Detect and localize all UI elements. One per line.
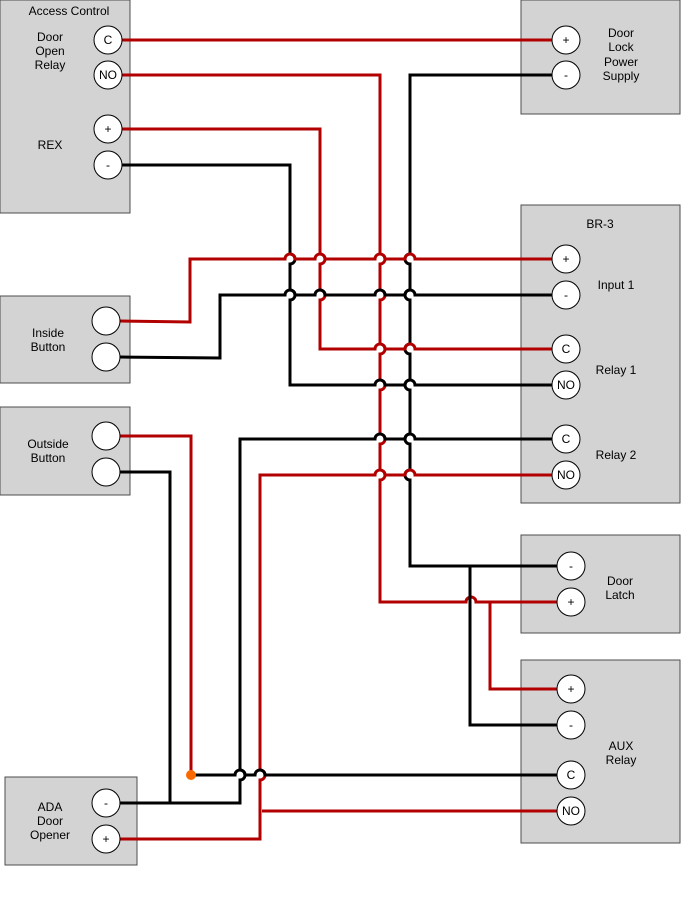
terminal-latch-plus: + bbox=[556, 587, 586, 617]
outside-button-label-line2: Button bbox=[31, 451, 66, 465]
terminal-ac-c: C bbox=[93, 25, 123, 55]
junction-dot bbox=[186, 770, 196, 780]
terminal-psu-plus: + bbox=[551, 25, 581, 55]
svg-text:+: + bbox=[104, 122, 111, 136]
terminal-inside-button-bottom bbox=[91, 342, 121, 372]
svg-text:NO: NO bbox=[557, 468, 575, 482]
wire-rex-plus-to-br3-relay1-c bbox=[122, 127, 552, 351]
door-lock-label-line4: Supply bbox=[603, 69, 640, 83]
ada-label-line1: ADA bbox=[38, 800, 63, 814]
door-lock-label-line2: Lock bbox=[608, 40, 634, 54]
terminal-ada-minus: - bbox=[91, 788, 121, 818]
door-latch-label-line2: Latch bbox=[605, 588, 634, 602]
wire-rex-minus-to-br3-relay1-no bbox=[122, 163, 552, 387]
terminal-br3-in-minus: - bbox=[551, 280, 581, 310]
ada-label-line3: Opener bbox=[30, 828, 70, 842]
door-open-relay-label-line1: Door bbox=[37, 30, 63, 44]
door-open-relay-label-line2: Open bbox=[35, 44, 64, 58]
ada-label-line2: Door bbox=[37, 814, 63, 828]
terminal-br3-in-plus: + bbox=[551, 244, 581, 274]
door-lock-label-line1: Door bbox=[608, 26, 634, 40]
terminal-br3-r1-no: NO bbox=[551, 370, 581, 400]
terminal-br3-r2-no: NO bbox=[551, 460, 581, 490]
wire-latch-minus-to-aux-minus bbox=[468, 566, 557, 727]
aux-relay-box bbox=[520, 659, 681, 844]
br3-title: BR-3 bbox=[586, 217, 614, 231]
inside-button-label-line1: Inside bbox=[32, 326, 64, 340]
terminal-rex-plus: + bbox=[93, 114, 123, 144]
rex-label: REX bbox=[38, 138, 63, 152]
terminal-inside-button-top bbox=[91, 306, 121, 336]
wire-br3-relay2-c-to-ada-minus bbox=[120, 432, 552, 805]
wire-latch-plus-to-aux-plus bbox=[488, 602, 557, 691]
inside-button-label-line2: Button bbox=[31, 340, 66, 354]
wire-outside-button-to-ada-minus bbox=[120, 470, 172, 803]
wire-outside-button-to-junction bbox=[120, 434, 193, 775]
terminal-aux-plus: + bbox=[556, 674, 586, 704]
terminal-br3-r2-c: C bbox=[551, 424, 581, 454]
svg-text:-: - bbox=[569, 718, 573, 732]
wire-inside-button-to-br3-in-minus bbox=[119, 288, 552, 360]
terminal-outside-button-top bbox=[91, 421, 121, 451]
wire-inside-button-to-br3-in-plus bbox=[119, 252, 552, 324]
door-open-relay-label-line3: Relay bbox=[35, 58, 66, 72]
wires bbox=[119, 38, 557, 841]
terminal-aux-c: C bbox=[556, 760, 586, 790]
ada-door-opener-box bbox=[4, 776, 138, 866]
terminal-rex-minus: - bbox=[93, 150, 123, 180]
terminal-outside-button-bottom bbox=[91, 457, 121, 487]
svg-text:-: - bbox=[564, 288, 568, 302]
aux-relay-label-line1: AUX bbox=[609, 739, 634, 753]
svg-text:+: + bbox=[102, 832, 109, 846]
terminal-ada-plus: + bbox=[91, 824, 121, 854]
aux-relay-label-line2: Relay bbox=[606, 753, 637, 767]
br3-input1-label: Input 1 bbox=[598, 278, 635, 292]
door-lock-power-supply-box bbox=[520, 0, 681, 115]
door-latch-label-line1: Door bbox=[607, 574, 633, 588]
door-latch-box bbox=[520, 534, 681, 634]
svg-text:-: - bbox=[569, 559, 573, 573]
svg-text:+: + bbox=[562, 252, 569, 266]
svg-text:C: C bbox=[104, 33, 113, 47]
svg-text:NO: NO bbox=[99, 68, 117, 82]
terminal-ac-no: NO bbox=[93, 60, 123, 90]
wire-br3-relay2-no-to-ada-plus bbox=[120, 468, 552, 841]
terminal-aux-minus: - bbox=[556, 710, 586, 740]
svg-text:-: - bbox=[106, 158, 110, 172]
svg-text:-: - bbox=[104, 796, 108, 810]
br3-relay2-label: Relay 2 bbox=[596, 448, 637, 462]
terminal-aux-no: NO bbox=[556, 796, 586, 826]
svg-text:-: - bbox=[564, 68, 568, 82]
svg-text:+: + bbox=[567, 595, 574, 609]
svg-text:+: + bbox=[567, 682, 574, 696]
outside-button-label-line1: Outside bbox=[27, 437, 69, 451]
svg-text:C: C bbox=[567, 768, 576, 782]
svg-text:NO: NO bbox=[562, 804, 580, 818]
terminal-psu-minus: - bbox=[551, 60, 581, 90]
svg-text:C: C bbox=[562, 432, 571, 446]
svg-text:+: + bbox=[562, 33, 569, 47]
door-lock-label-line3: Power bbox=[604, 55, 638, 69]
br3-relay1-label: Relay 1 bbox=[596, 363, 637, 377]
wire-ac-no-to-latch-plus bbox=[122, 73, 557, 604]
wire-junction-to-aux-c bbox=[191, 768, 557, 777]
terminal-br3-r1-c: C bbox=[551, 334, 581, 364]
svg-text:NO: NO bbox=[557, 378, 575, 392]
access-control-title: Access Control bbox=[29, 4, 110, 18]
terminal-latch-minus: - bbox=[556, 551, 586, 581]
br3-box bbox=[520, 204, 681, 504]
svg-text:C: C bbox=[562, 342, 571, 356]
